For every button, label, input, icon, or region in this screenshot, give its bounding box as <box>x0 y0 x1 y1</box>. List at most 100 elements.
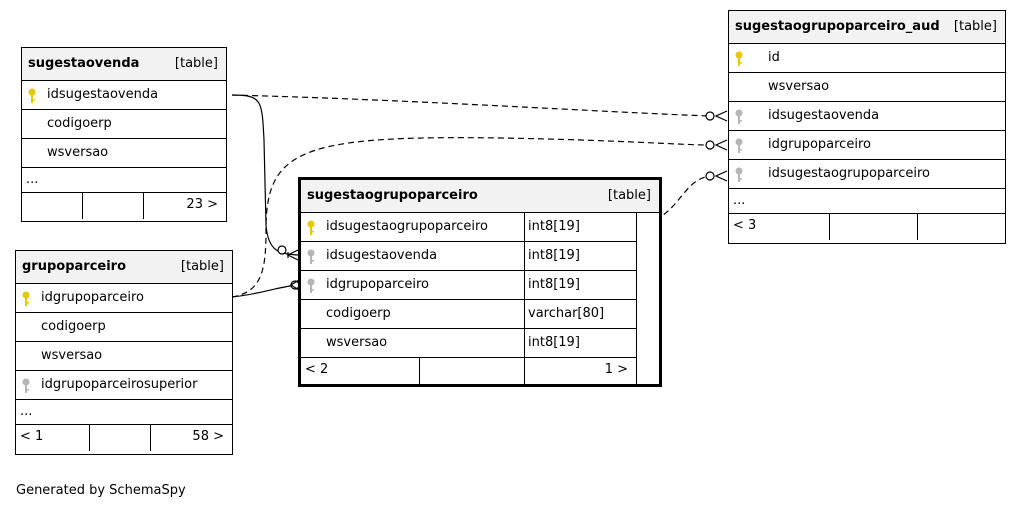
column-name: idsugestaovenda <box>768 108 880 123</box>
primary-key-icon <box>22 291 30 306</box>
column-row: codigoerp <box>16 313 232 342</box>
table-footer: < 2 1 > <box>301 358 636 384</box>
footer-right-cell: 23 > <box>144 193 226 219</box>
table-name: sugestaovenda <box>28 56 140 71</box>
edge-crowfoot <box>286 249 299 261</box>
column-type: varchar[80] <box>524 300 636 328</box>
generated-by-note: Generated by SchemaSpy <box>16 483 186 498</box>
footer-left-cell: < 3 <box>729 214 830 240</box>
foreign-key-icon <box>735 109 743 124</box>
foreign-key-icon <box>307 249 315 264</box>
column-row: id <box>729 44 1005 73</box>
column-name: idgrupoparceiro <box>41 290 144 305</box>
column-name: idgrupoparceirosuperior <box>41 377 198 392</box>
primary-key-icon <box>307 220 315 235</box>
column-name: id <box>768 50 780 65</box>
table-type: [table] <box>180 259 224 274</box>
table-header: sugestaogrupoparceiro_aud [table] <box>729 11 1005 44</box>
footer-left-cell: < 1 <box>16 425 90 451</box>
column-name: wsversao <box>41 348 103 363</box>
column-row: idsugestaovenda int8[19] <box>301 242 636 271</box>
edge-end-circle <box>705 140 715 150</box>
column-type: int8[19] <box>524 329 636 357</box>
table-footer: < 3 <box>729 214 1005 240</box>
foreign-key-icon <box>22 378 30 393</box>
footer-left-text: < 1 <box>20 429 44 444</box>
table-grupoparceiro[interactable]: grupoparceiro [table] idgrupoparceiro co… <box>15 250 233 455</box>
column-type: int8[19] <box>524 271 636 299</box>
column-name: idsugestaovenda <box>47 87 159 102</box>
footer-left-cell <box>22 193 83 219</box>
column-type: int8[19] <box>524 213 636 241</box>
column-name: wsversao <box>768 79 830 94</box>
edge-grupoparceiro-to-sugestaogrupoparceiro <box>231 284 299 298</box>
column-row: idsugestaovenda <box>22 81 226 110</box>
footer-right-text: 23 > <box>186 197 218 212</box>
edge-crowfoot <box>714 139 728 151</box>
ellipsis-text: ... <box>26 172 39 187</box>
table-header: grupoparceiro [table] <box>16 251 232 284</box>
table-name: grupoparceiro <box>22 259 127 274</box>
column-row: wsversao <box>22 139 226 168</box>
edge-sugestaovenda-to-aud <box>231 94 711 117</box>
table-type: [table] <box>174 56 218 71</box>
primary-key-icon <box>735 51 743 66</box>
column-name: idsugestaovenda <box>326 248 438 263</box>
table-footer: < 1 58 > <box>16 425 232 451</box>
more-columns: ... <box>729 189 1005 214</box>
footer-right-cell <box>918 214 1005 240</box>
footer-left-text: < 3 <box>733 218 757 233</box>
footer-mid-cell <box>90 425 151 451</box>
more-columns: ... <box>16 400 232 425</box>
footer-right-cell: 58 > <box>151 425 232 451</box>
column-row: wsversao <box>16 342 232 371</box>
column-row: codigoerp <box>22 110 226 139</box>
column-name: idsugestaogrupoparceiro <box>326 219 489 234</box>
foreign-key-icon <box>735 167 743 182</box>
column-row: idsugestaogrupoparceiro <box>729 160 1005 189</box>
column-row: wsversao int8[19] <box>301 329 636 358</box>
table-sugestaovenda[interactable]: sugestaovenda [table] idsugestaovenda co… <box>21 47 227 222</box>
table-footer: 23 > <box>22 193 226 219</box>
column-name: idsugestaogrupoparceiro <box>768 166 931 181</box>
table-sugestaogrupoparceiro[interactable]: sugestaogrupoparceiro [table] idsugestao… <box>298 177 662 387</box>
column-row: idgrupoparceiro int8[19] <box>301 271 636 300</box>
edge-crowfoot <box>714 110 728 122</box>
foreign-key-icon <box>735 138 743 153</box>
footer-right-text: 1 > <box>604 362 628 377</box>
column-name: wsversao <box>326 335 388 350</box>
footer-left-cell: < 2 <box>301 358 420 384</box>
right-margin-divider <box>636 212 637 384</box>
column-name: wsversao <box>47 145 109 160</box>
edge-end-circle <box>705 171 715 181</box>
footer-right-text: 58 > <box>192 429 224 444</box>
edge-crowfoot <box>714 170 728 182</box>
column-row: idgrupoparceiro <box>729 131 1005 160</box>
table-name: sugestaogrupoparceiro_aud <box>735 19 940 34</box>
table-name: sugestaogrupoparceiro <box>307 188 478 203</box>
edge-end-circle <box>705 111 715 121</box>
table-header: sugestaovenda [table] <box>22 48 226 81</box>
column-name: codigoerp <box>326 306 391 321</box>
table-sugestaogrupoparceiro-aud[interactable]: sugestaogrupoparceiro_aud [table] id wsv… <box>728 10 1006 244</box>
ellipsis-text: ... <box>20 404 33 419</box>
footer-left-text: < 2 <box>305 362 329 377</box>
footer-mid-cell <box>420 358 525 384</box>
footer-mid-cell <box>83 193 144 219</box>
column-row: idsugestaovenda <box>729 102 1005 131</box>
column-row: codigoerp varchar[80] <box>301 300 636 329</box>
table-type: [table] <box>953 19 997 34</box>
column-name: idgrupoparceiro <box>326 277 429 292</box>
column-name: codigoerp <box>47 116 112 131</box>
primary-key-icon <box>28 88 36 103</box>
foreign-key-icon <box>307 278 315 293</box>
column-type: int8[19] <box>524 242 636 270</box>
edge-sugestaovenda-to-sugestaogrupoparceiro <box>231 94 299 256</box>
column-row: idgrupoparceiro <box>16 284 232 313</box>
table-header: sugestaogrupoparceiro [table] <box>301 180 659 213</box>
column-name: codigoerp <box>41 319 106 334</box>
ellipsis-text: ... <box>733 193 746 208</box>
footer-right-cell: 1 > <box>525 358 636 384</box>
column-row: wsversao <box>729 73 1005 102</box>
footer-mid-cell <box>830 214 918 240</box>
